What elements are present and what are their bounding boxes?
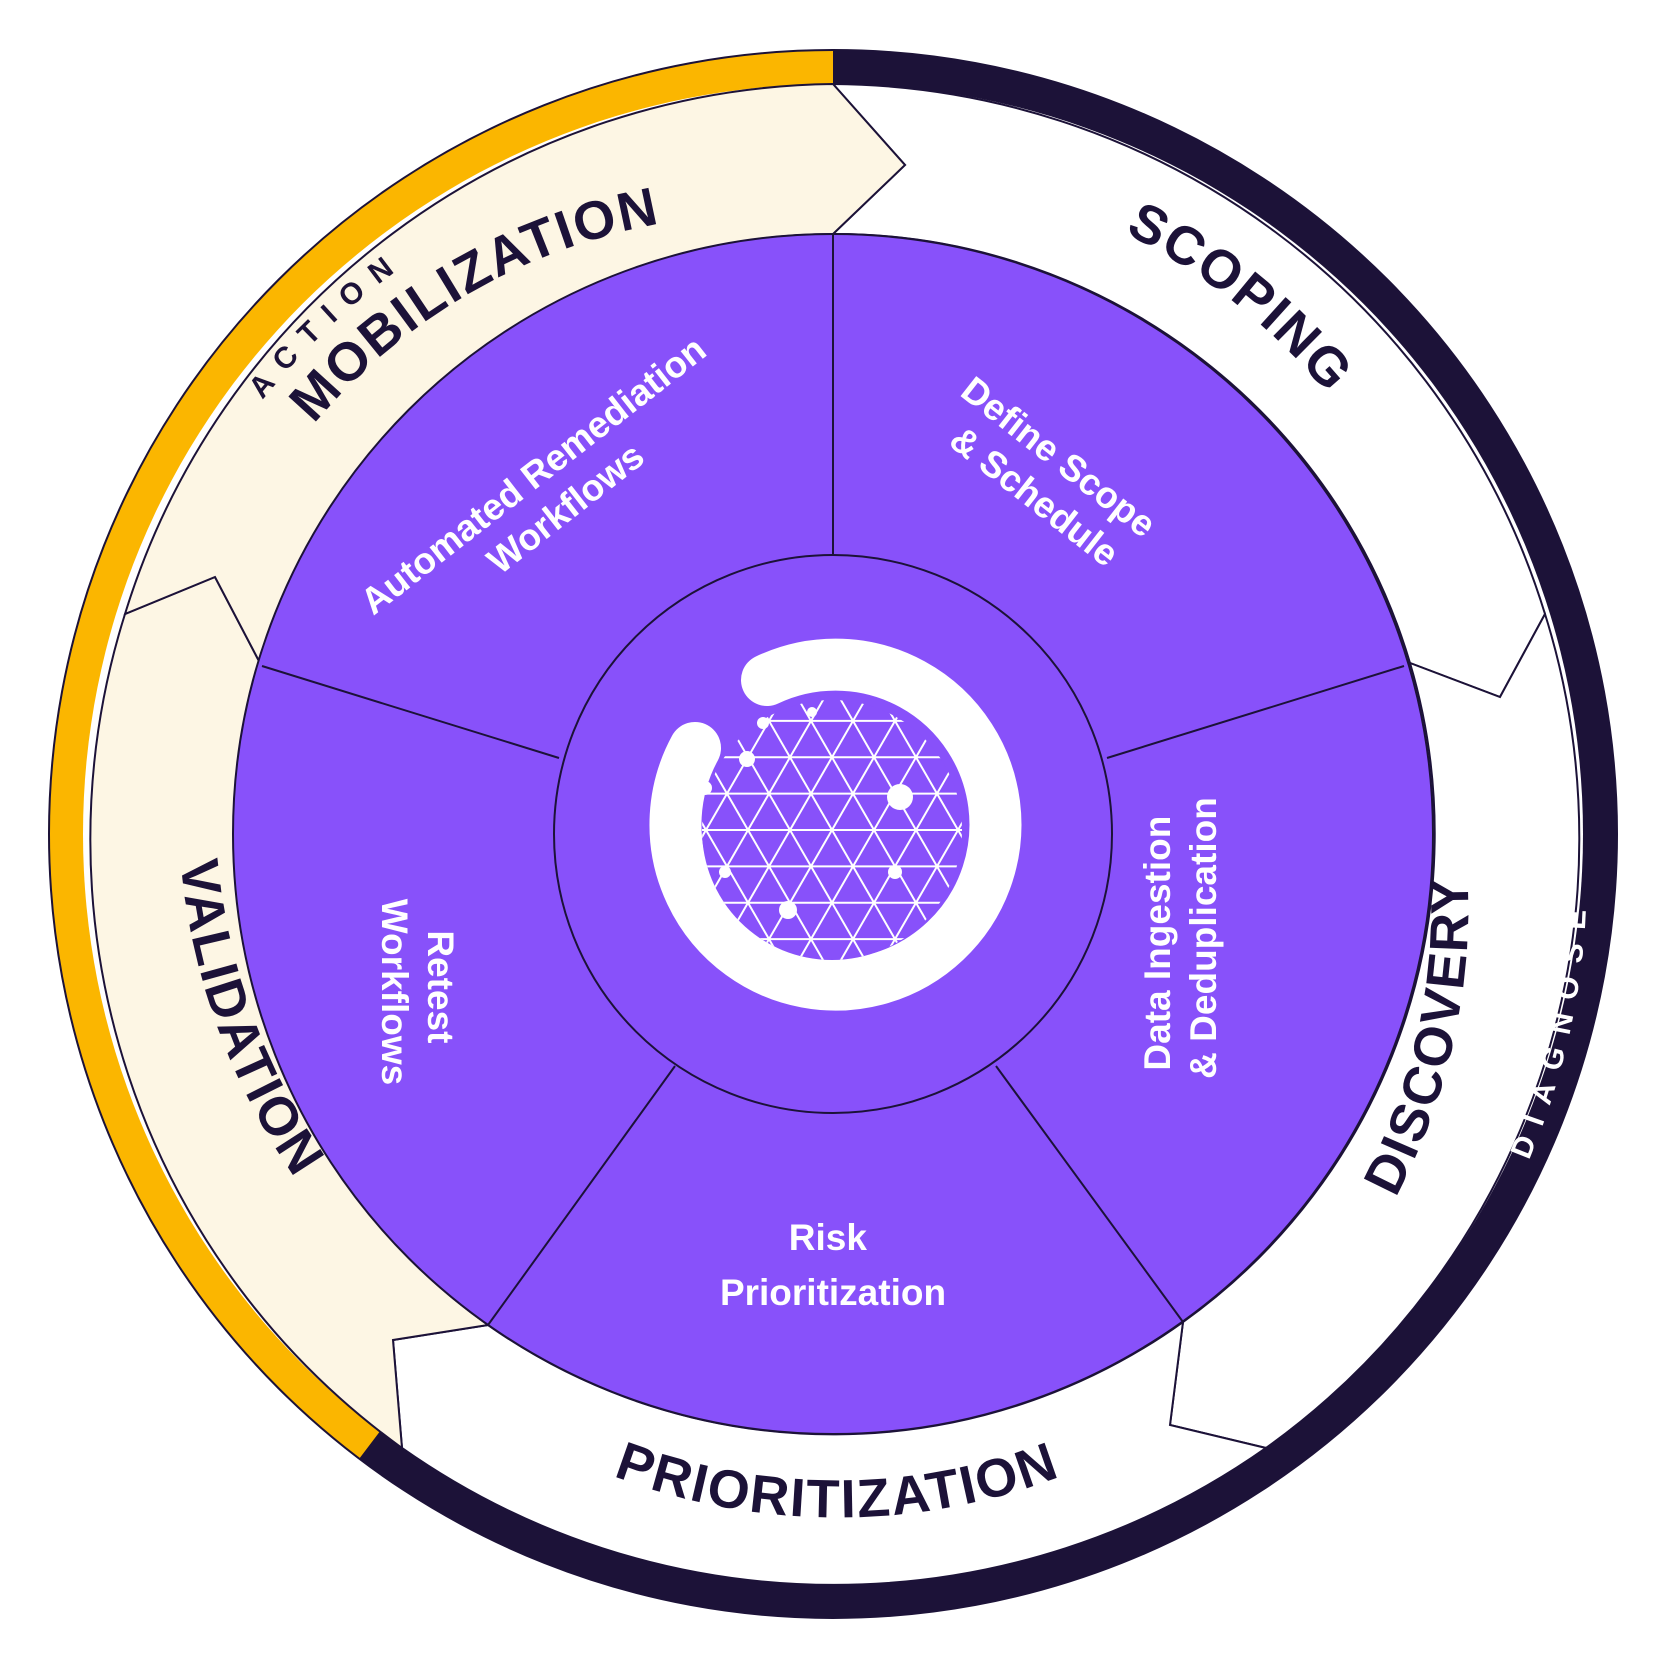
globe-node bbox=[807, 707, 817, 717]
retest-workflows-label: Retest Workflows bbox=[374, 899, 461, 1085]
globe-node bbox=[739, 751, 755, 767]
globe-node bbox=[888, 865, 902, 879]
globe-node bbox=[887, 784, 913, 810]
globe-node bbox=[719, 866, 731, 878]
globe-node bbox=[779, 901, 797, 919]
logo-icon bbox=[649, 638, 1022, 1011]
globe-node bbox=[757, 717, 769, 729]
risk-prioritization-label: Risk Prioritization bbox=[720, 1217, 946, 1313]
globe-node bbox=[698, 781, 712, 795]
globe-node bbox=[696, 756, 704, 764]
data-ingestion-label: Data Ingestion & Deduplication bbox=[1137, 797, 1224, 1079]
